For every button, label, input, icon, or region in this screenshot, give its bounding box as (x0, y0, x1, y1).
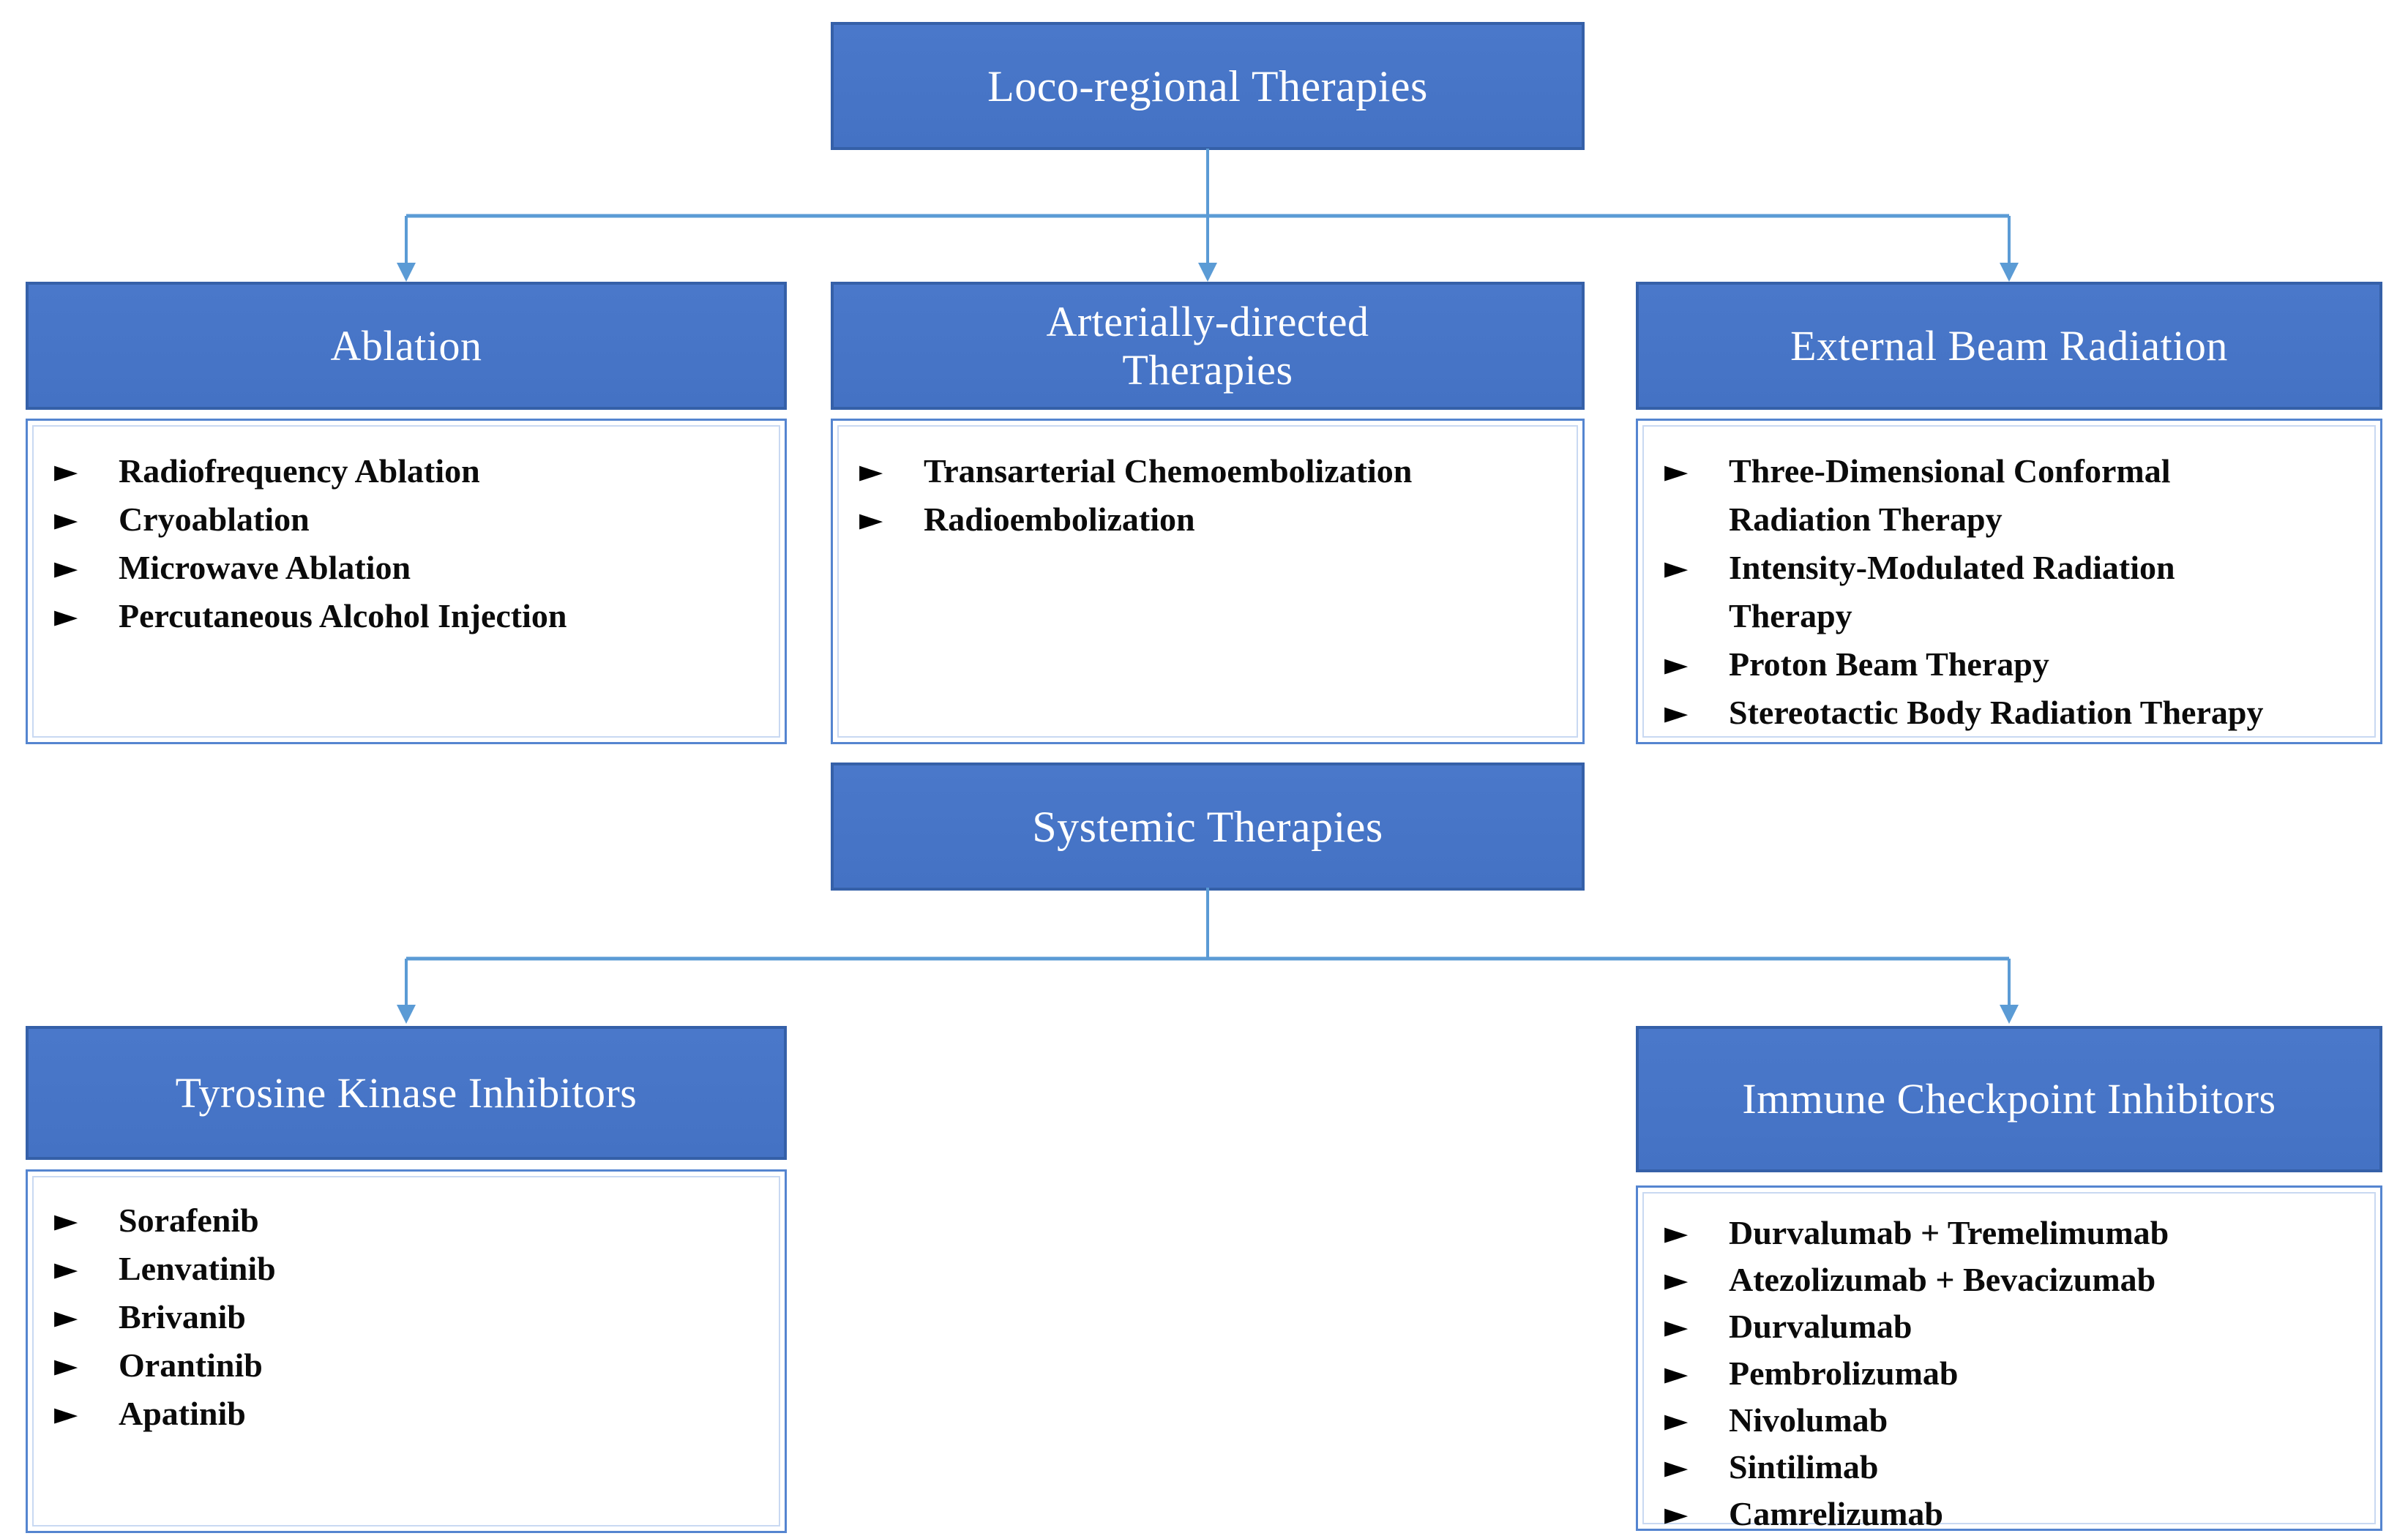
bullet-icon: ► (54, 501, 78, 537)
node-title: Immune Checkpoint Inhibitors (1742, 1075, 2276, 1123)
connector-tree-loco-regional (397, 149, 2019, 282)
node-title: External Beam Radiation (1790, 321, 2228, 370)
list-item: ► Sorafenib (50, 1196, 764, 1245)
list-item: ► Pembrolizumab (1660, 1350, 2360, 1397)
list-item: ► Three-Dimensional Conformal Radiation … (1660, 447, 2360, 544)
list-item: ► Stereotactic Body Radiation Therapy (1660, 689, 2360, 737)
bullet-icon: ► (1664, 1355, 1689, 1391)
node-loco-regional-therapies: Loco-regional Therapies (831, 22, 1585, 150)
node-immune-checkpoint-inhibitors: Immune Checkpoint Inhibitors (1636, 1026, 2382, 1172)
list-item: ► Atezolizumab + Bevacizumab (1660, 1256, 2360, 1303)
node-external-beam-radiation: External Beam Radiation (1636, 282, 2382, 410)
item-text: Nivolumab (1729, 1401, 1888, 1439)
item-text: Radiofrequency Ablation (119, 452, 480, 490)
node-title: Tyrosine Kinase Inhibitors (175, 1068, 637, 1117)
node-title: Ablation (330, 321, 482, 370)
item-text: Pembrolizumab (1729, 1355, 1959, 1392)
bullet-icon: ► (1664, 1496, 1689, 1532)
arrow-down-icon (2000, 1005, 2019, 1024)
bullet-icon: ► (54, 1347, 78, 1383)
item-text: Sorafenib (119, 1202, 259, 1239)
item-text: Durvalumab (1729, 1308, 1912, 1345)
list-item: ► Apatinib (50, 1390, 764, 1438)
item-text: Atezolizumab + Bevacizumab (1729, 1261, 2156, 1298)
list-item: ► Radioembolization (855, 495, 1562, 544)
item-text: Durvalumab + Tremelimumab (1729, 1214, 2169, 1251)
bullet-icon: ► (1664, 646, 1689, 682)
node-systemic-therapies: Systemic Therapies (831, 763, 1585, 891)
arrow-down-icon (2000, 263, 2019, 282)
bullet-icon: ► (54, 598, 78, 634)
list-item: ► Orantinib (50, 1341, 764, 1390)
list-item: ► Transarterial Chemoembolization (855, 447, 1562, 495)
item-text: Radioembolization (924, 501, 1195, 538)
list-item: ► Lenvatinib (50, 1245, 764, 1293)
bullet-icon: ► (1664, 550, 1689, 585)
item-text: Cryoablation (119, 501, 310, 538)
item-text: Intensity-Modulated Radiation Therapy (1729, 549, 2175, 634)
list-item: ► Radiofrequency Ablation (50, 447, 764, 495)
item-text: Proton Beam Therapy (1729, 645, 2049, 683)
item-text: Transarterial Chemoembolization (924, 452, 1413, 490)
list-immune-checkpoint-inhibitors: ► Durvalumab + Tremelimumab ► Atezolizum… (1636, 1185, 2382, 1532)
list-item: ► Cryoablation (50, 495, 764, 544)
node-title: Loco-regional Therapies (987, 61, 1428, 110)
arrow-down-icon (397, 1005, 416, 1024)
item-text: Percutaneous Alcohol Injection (119, 597, 567, 634)
list-item: ► Brivanib (50, 1293, 764, 1341)
item-text: Stereotactic Body Radiation Therapy (1729, 694, 2264, 731)
list-tyrosine-kinase-inhibitors: ► Sorafenib ► Lenvatinib ► Brivanib ► Or… (26, 1169, 787, 1533)
bullet-icon: ► (54, 453, 78, 489)
bullet-icon: ► (1664, 1308, 1689, 1344)
bullet-icon: ► (1664, 1402, 1689, 1438)
bullet-icon: ► (1664, 1262, 1689, 1297)
node-tyrosine-kinase-inhibitors: Tyrosine Kinase Inhibitors (26, 1026, 787, 1160)
list-item: ► Percutaneous Alcohol Injection (50, 592, 764, 640)
node-arterially-directed-therapies: Arterially-directed Therapies (831, 282, 1585, 410)
item-text: Brivanib (119, 1298, 246, 1335)
bullet-icon: ► (859, 501, 883, 537)
bullet-icon: ► (1664, 453, 1689, 489)
bullet-icon: ► (54, 1395, 78, 1431)
list-item: ► Sintilimab (1660, 1444, 2360, 1491)
list-item: ► Durvalumab + Tremelimumab (1660, 1210, 2360, 1256)
connector-tree-systemic (397, 888, 2019, 1024)
bullet-icon: ► (1664, 1215, 1689, 1251)
item-text: Lenvatinib (119, 1250, 276, 1287)
bullet-icon: ► (54, 1299, 78, 1335)
list-item: ► Microwave Ablation (50, 544, 764, 592)
item-text: Apatinib (119, 1395, 246, 1432)
list-ablation: ► Radiofrequency Ablation ► Cryoablation… (26, 419, 787, 744)
bullet-icon: ► (859, 453, 883, 489)
arrow-down-icon (1198, 263, 1217, 282)
bullet-icon: ► (54, 1202, 78, 1238)
bullet-icon: ► (54, 1251, 78, 1286)
list-arterially-directed: ► Transarterial Chemoembolization ► Radi… (831, 419, 1585, 744)
list-external-beam-radiation: ► Three-Dimensional Conformal Radiation … (1636, 419, 2382, 744)
arrow-down-icon (397, 263, 416, 282)
item-text: Orantinib (119, 1346, 263, 1384)
list-item: ► Camrelizumab (1660, 1491, 2360, 1536)
node-ablation: Ablation (26, 282, 787, 410)
list-item: ► Nivolumab (1660, 1397, 2360, 1444)
item-text: Microwave Ablation (119, 549, 411, 586)
item-text: Sintilimab (1729, 1448, 1879, 1486)
list-item: ► Durvalumab (1660, 1303, 2360, 1350)
bullet-icon: ► (1664, 694, 1689, 730)
list-item: ► Intensity-Modulated Radiation Therapy (1660, 544, 2360, 640)
list-item: ► Proton Beam Therapy (1660, 640, 2360, 689)
bullet-icon: ► (54, 550, 78, 585)
item-text: Three-Dimensional Conformal Radiation Th… (1729, 452, 2171, 538)
node-title: Arterially-directed Therapies (1046, 297, 1369, 394)
node-title: Systemic Therapies (1032, 802, 1383, 851)
bullet-icon: ► (1664, 1449, 1689, 1485)
item-text: Camrelizumab (1729, 1495, 1944, 1532)
